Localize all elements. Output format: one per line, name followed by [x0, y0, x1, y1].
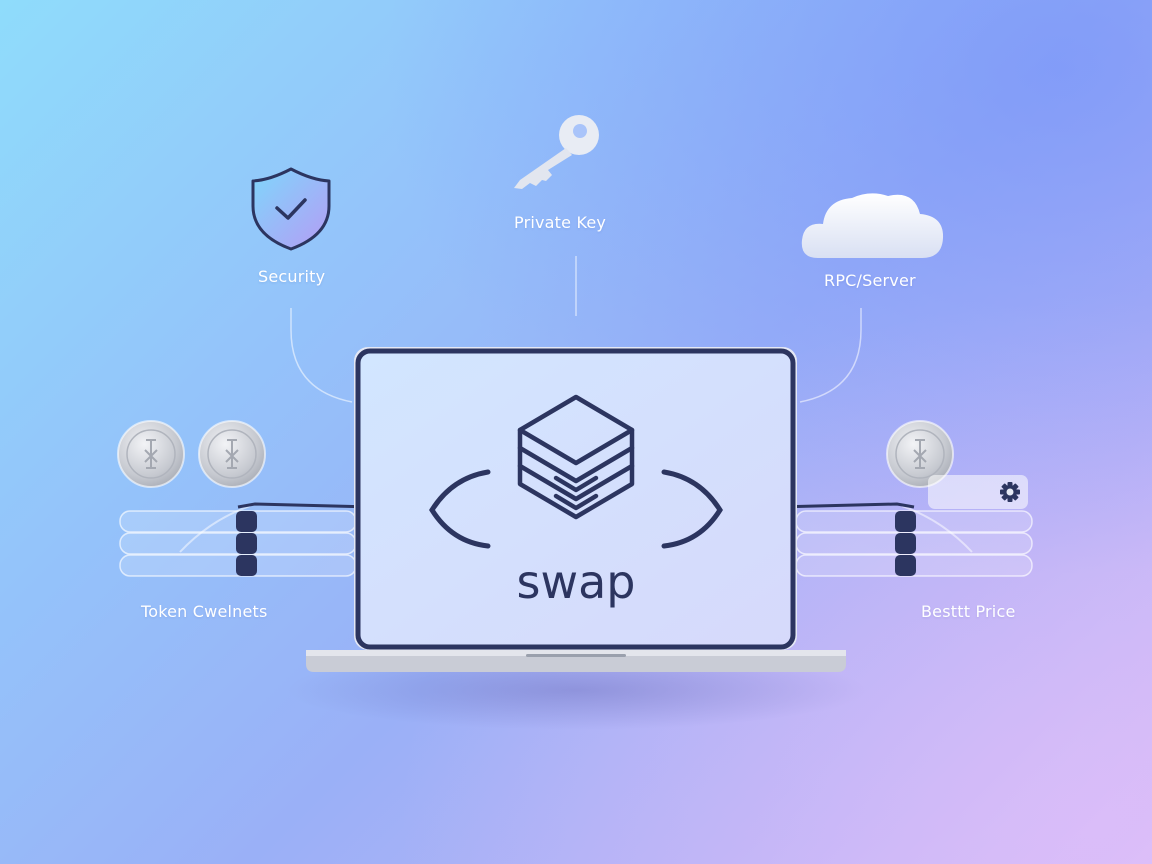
label-rpc-server: RPC/Server	[824, 271, 916, 290]
connector-security	[290, 308, 353, 403]
swap-title: swap	[517, 555, 636, 609]
label-best-price: Besttt Price	[921, 602, 1016, 621]
label-token-channels: Token Cwelnets	[141, 602, 268, 621]
coin-icon	[198, 420, 266, 488]
gear-icon[interactable]	[1000, 482, 1020, 502]
shield-check-icon	[251, 167, 331, 251]
connector-rpc	[799, 308, 862, 403]
key-icon	[514, 115, 599, 189]
cloud-icon	[801, 193, 944, 258]
laptop-base	[306, 650, 846, 672]
connector-lines	[290, 256, 862, 403]
token-channel-bars-left	[119, 502, 415, 577]
label-security: Security	[258, 267, 326, 286]
stacked-layers-icon	[517, 394, 635, 520]
label-private-key: Private Key	[514, 213, 607, 232]
right-arrow-bracket	[661, 469, 723, 549]
coin-icon	[886, 420, 954, 488]
coin-icon	[117, 420, 185, 488]
left-arrow-bracket	[429, 469, 491, 549]
